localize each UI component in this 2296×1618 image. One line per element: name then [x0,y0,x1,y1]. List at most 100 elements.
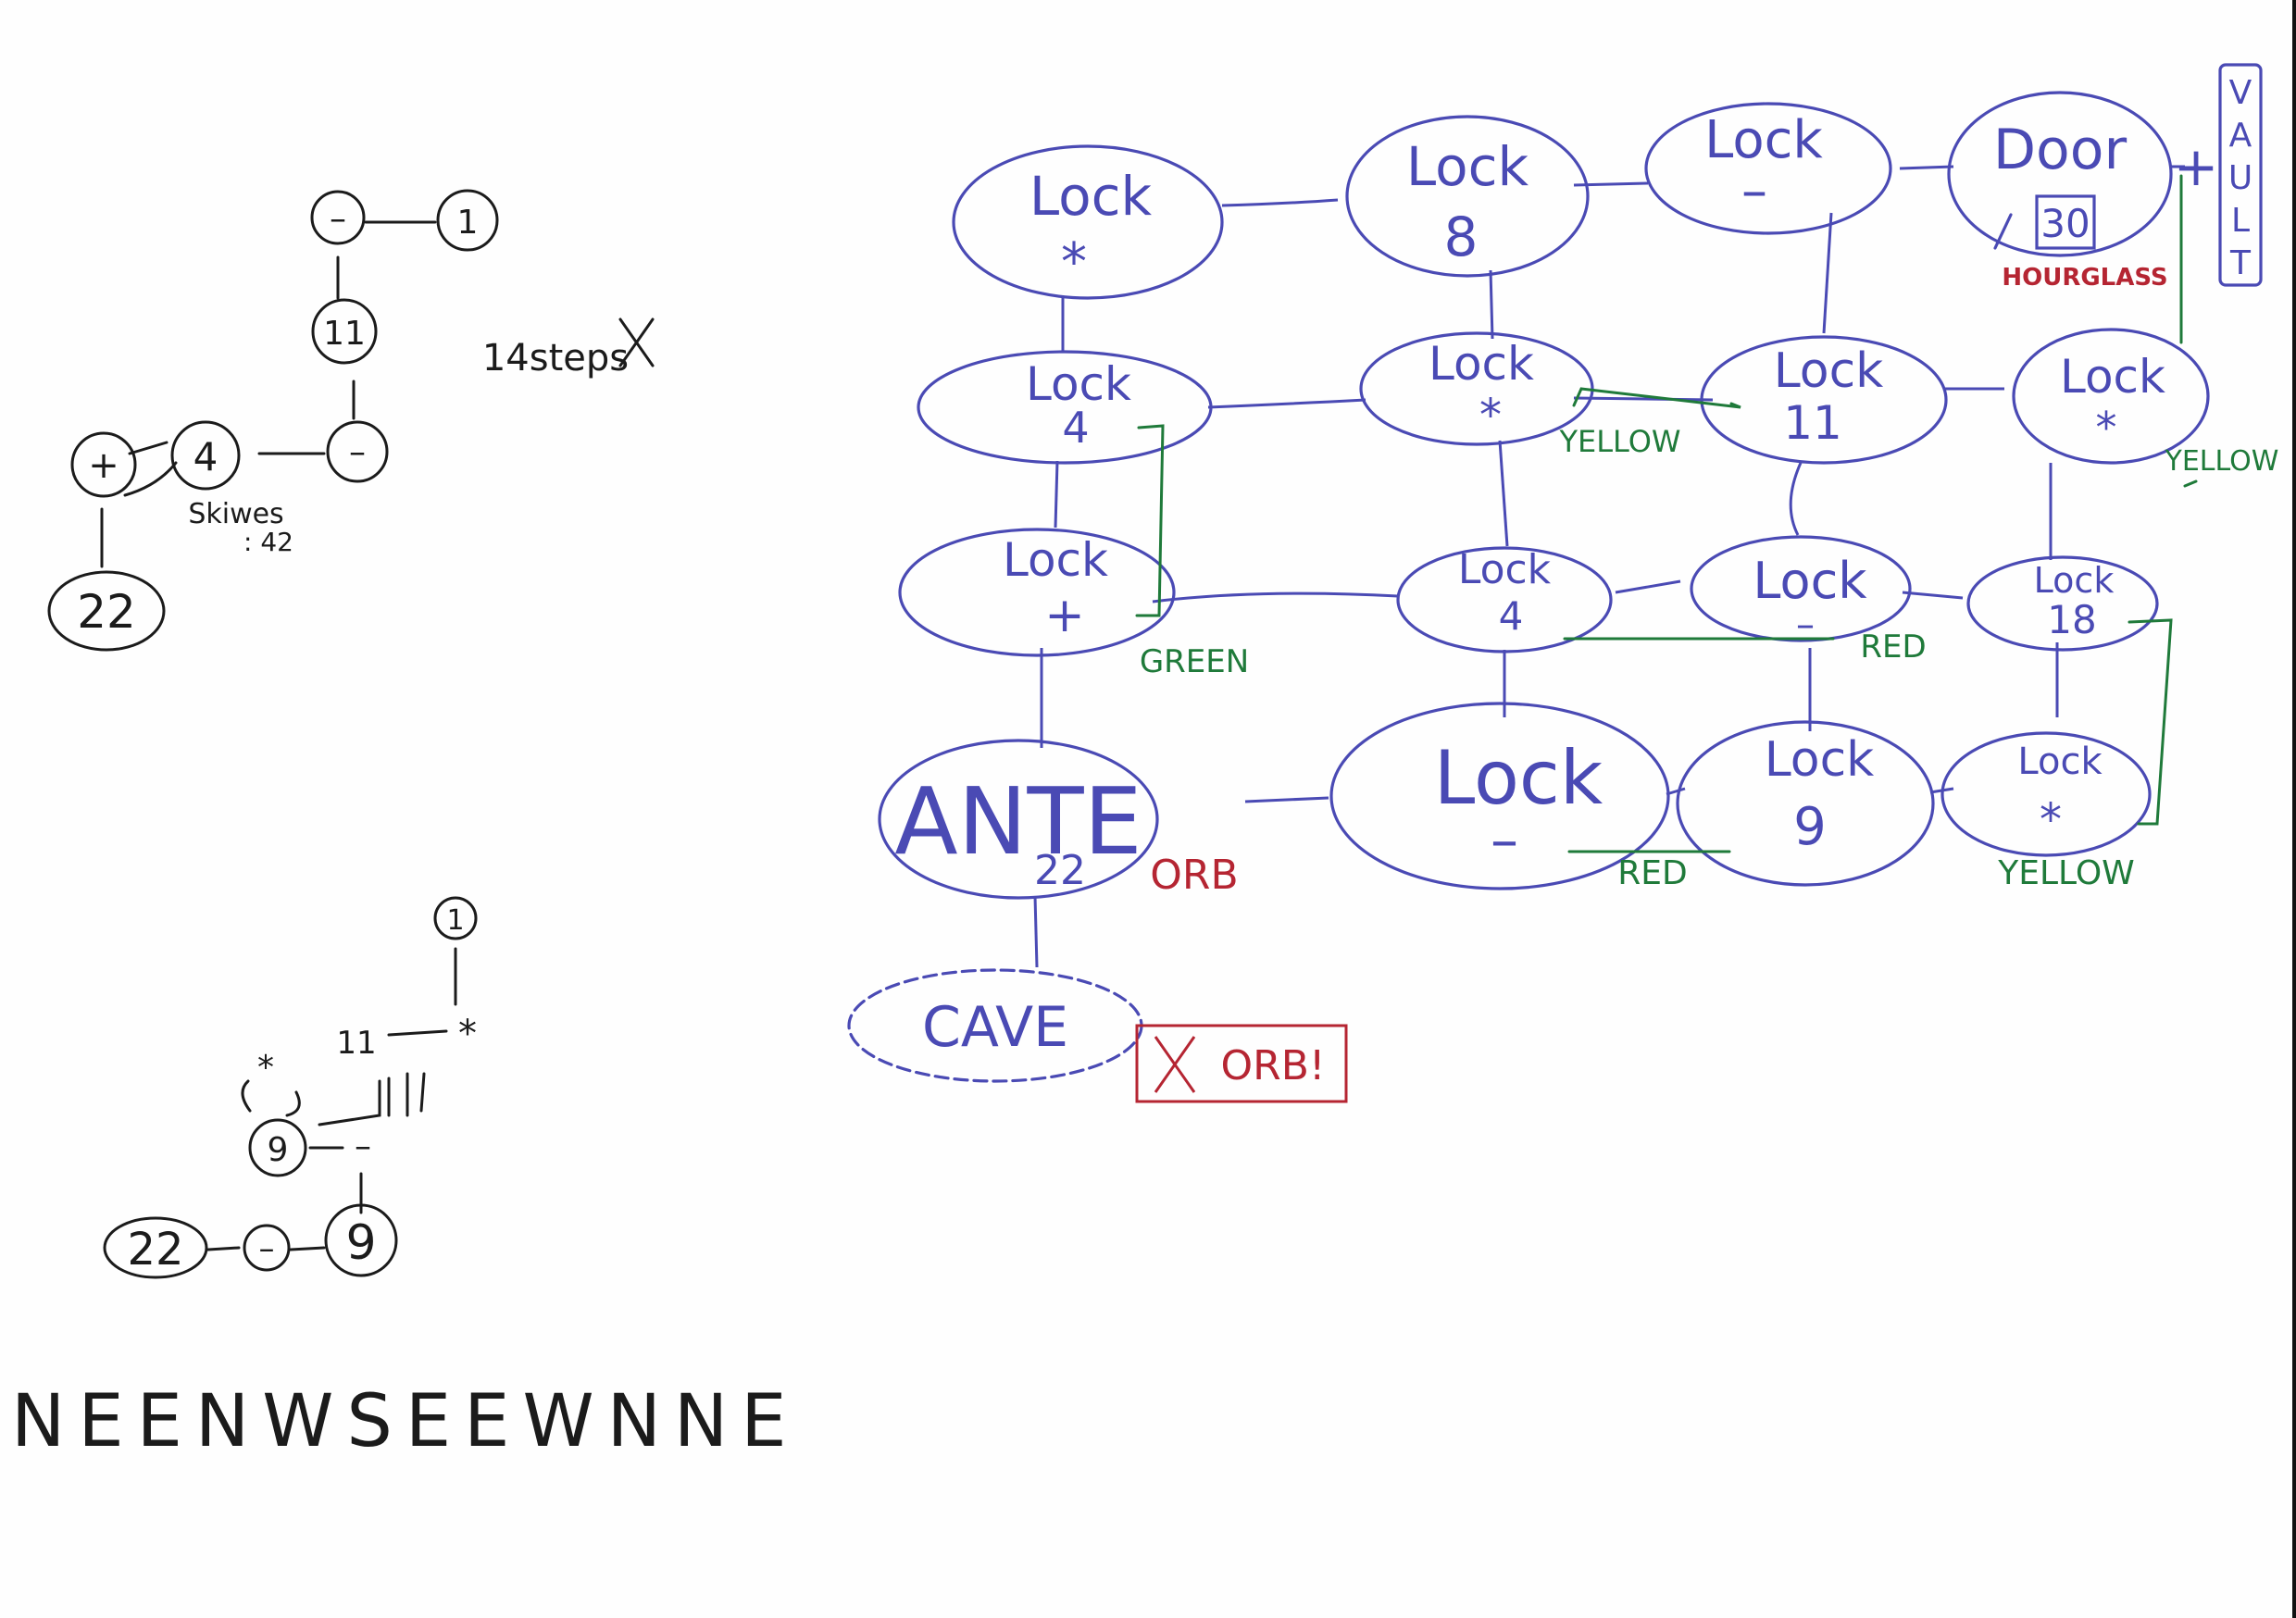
sketch-arrow [128,441,168,455]
room-lock-multiply-4: Lock * [1940,731,2152,857]
room-outline [898,528,1176,657]
room-label: Lock [1765,732,1875,788]
sketch-arrow [123,461,178,497]
edge [1244,796,1329,803]
room-outline [1966,555,2159,652]
yellow-bottom-label: YELLOW [1997,854,2135,892]
room-lock-multiply-2: Lock * [1359,331,1594,446]
room-label: Lock [1029,165,1153,228]
room-outline [878,739,1159,900]
sketch-node-label: 4 [193,434,218,479]
edge [1615,579,1681,594]
edge [1033,895,1039,968]
room-op: 9 [1793,797,1827,857]
vault-letter: L [2231,202,2250,240]
room-op: 8 [1444,205,1479,268]
room-lock-minus-bottom: Lock – [1329,702,1670,890]
room-lock-multiply-3: Lock * [2012,328,2210,465]
edge [1789,462,1803,536]
room-label: Lock [2017,741,2103,783]
sketch-node-label: 22 [77,585,136,639]
sketch-node-label: – [349,433,366,471]
sketch-node-label: * [257,1049,274,1087]
room-op: – [1741,161,1767,221]
sketch-node [103,1216,208,1279]
room-op: * [2040,794,2062,846]
skip-note: Skiwes [188,498,283,530]
room-lock-plus: Lock + [898,528,1176,657]
room-outline [1676,720,1935,887]
yellow-top-label: YELLOW [1558,424,1680,459]
room-lock-minus-top: Lock – [1644,102,1892,235]
room-op: – [1796,604,1815,646]
room-op: 4 [1499,593,1524,639]
room-outline [1329,702,1670,890]
room-label: Lock [1704,110,1823,170]
room-lock-9: Lock 9 [1676,720,1935,887]
orb-label: ORB [1150,852,1238,899]
yellow-tick [2183,479,2198,488]
room-lock-4-mid: Lock 4 [1396,546,1613,653]
sketch-bottom: 1 11 * * 9 – 22 – 9 [103,896,478,1279]
room-outline [1396,546,1613,653]
sketch-node [436,189,499,252]
sketch-node-label: – [259,1230,275,1267]
room-outline [1947,91,2173,257]
sketch-node-label: 1 [446,904,464,937]
maze-rooms: Lock * Lock 8 Lock – Door 30 + HOURGLASS… [847,63,2263,1103]
steps-note: 14steps [482,337,629,380]
orb-box-outline [1135,1024,1348,1103]
sketch-arrow [318,1079,381,1126]
vault-letter: A [2229,117,2252,155]
sketch-arrow [206,1246,241,1251]
room-label: Door [1993,118,2128,182]
room-label: Lock [1434,735,1603,821]
red-bottom-label: RED [1617,854,1687,892]
direction-sequence: NEENWSEEWNNE [11,1380,800,1463]
cross-mark [1154,1036,1196,1093]
sketch-arrows [387,1072,426,1117]
sketch-node [311,298,378,365]
yellow-right-label: YELLOW [2165,445,2279,478]
edge [1573,396,1714,402]
vault-box [2218,63,2263,287]
room-outline [952,144,1224,300]
edge [1902,591,1964,600]
room-label: Lock [1458,546,1552,593]
maze-edges [1033,165,2185,968]
sketch-node-label: – [355,1127,371,1165]
yellow-link [1572,387,1741,409]
sketch-node-label: 9 [268,1131,289,1169]
sketch-arrow [289,1246,326,1251]
room-lock-minus-mid: Lock – [1690,535,1912,646]
sketch-node-label: 11 [336,1025,376,1062]
room-op: 4 [1062,403,1089,453]
room-door: Door 30 + HOURGLASS [1947,91,2218,292]
sketch-node [433,896,478,940]
edge [1207,398,1366,409]
sketch-loop [241,1079,301,1117]
room-op: * [1479,390,1502,442]
cross-mark [618,317,655,367]
green-link [1135,424,1165,617]
hourglass-label: HOURGLASS [2002,264,2167,292]
sketch-node-label: 1 [457,204,479,242]
room-label: ANTE [894,767,1142,876]
orb-box: ORB! [1135,1024,1348,1103]
sketch-node [248,1118,307,1177]
sketch-node [243,1224,291,1272]
vault-letter: T [2229,244,2252,282]
room-outline [1700,335,1948,465]
edge [1498,440,1509,547]
room-op: 18 [2047,597,2096,642]
door-number-box [2035,194,2096,250]
sketch-node [324,1203,398,1277]
room-label: CAVE [922,995,1068,1060]
orb-box-label: ORB! [1220,1042,1325,1089]
room-op: + [1044,588,1085,643]
room-label: Lock [1429,337,1534,391]
room-outline [1644,102,1892,235]
sketch-node-label: 11 [323,315,366,353]
color-links: GREEN YELLOW YELLOW RED YELLOW RED [1135,174,2279,892]
